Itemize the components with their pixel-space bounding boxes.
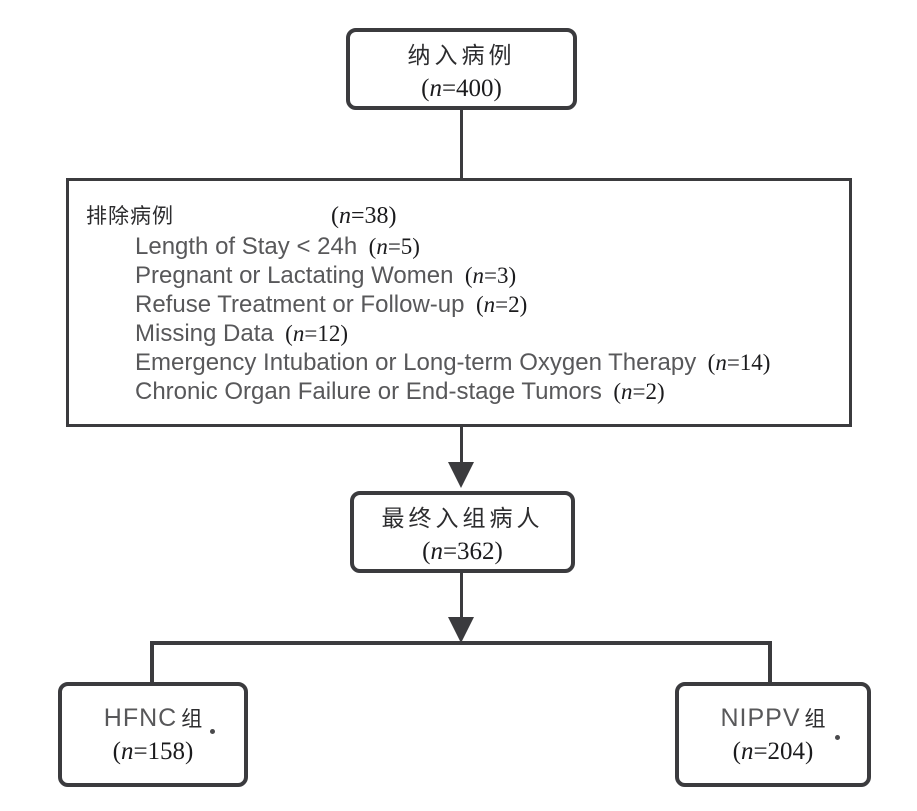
exclusion-reason-label: Refuse Treatment or Follow-up <box>135 291 465 318</box>
hfnc-group-n: (n=158) <box>112 738 194 765</box>
exclusion-reason-n: (n=2) <box>475 292 528 317</box>
exclusion-reason-label: Chronic Organ Failure or End-stage Tumor… <box>135 378 602 405</box>
nippv-group-title-en: NIPPV <box>720 704 801 732</box>
included-cases-title: 纳入病例 <box>407 42 516 68</box>
arrow-down-icon <box>448 617 474 643</box>
hfnc-group-title-en: HFNC <box>103 704 178 732</box>
scan-artifact-dot <box>835 735 840 740</box>
hfnc-group-title-cn: 组 <box>181 707 203 731</box>
excluded-cases-title: 排除病例 <box>86 204 174 228</box>
exclusion-reason-n: (n=2) <box>613 379 665 404</box>
enrolled-patients-n: (n=362) <box>422 537 503 565</box>
nippv-group-title-cn: 组 <box>804 707 826 731</box>
excluded-cases-header: 排除病例 (n=38) <box>86 200 849 230</box>
scan-artifact-dot <box>210 729 215 734</box>
nippv-group-box: NIPPV 组 (n=204) <box>675 682 871 787</box>
exclusion-reason-label: Missing Data <box>135 320 274 347</box>
exclusion-reason-item: Length of Stay < 24h (n=5) <box>135 232 849 261</box>
arrow-down-icon <box>448 462 474 488</box>
exclusion-reason-n: (n=12) <box>285 321 348 346</box>
excluded-cases-n: (n=38) <box>331 203 397 229</box>
exclusion-reason-item: Emergency Intubation or Long-term Oxygen… <box>135 348 849 377</box>
enrolled-patients-box: 最终入组病人 (n=362) <box>350 491 575 573</box>
hfnc-group-box: HFNC 组 (n=158) <box>58 682 248 787</box>
excluded-cases-box: 排除病例 (n=38) Length of Stay < 24h (n=5) P… <box>66 178 852 427</box>
branch-horizontal-line <box>150 641 772 645</box>
enrolled-patients-title: 最终入组病人 <box>381 505 544 531</box>
exclusion-reason-label: Emergency Intubation or Long-term Oxygen… <box>135 349 697 376</box>
connector-line-bottom <box>460 572 463 618</box>
included-cases-n: (n=400) <box>421 74 502 102</box>
nippv-group-n: (n=204) <box>732 738 814 765</box>
exclusion-reason-item: Chronic Organ Failure or End-stage Tumor… <box>135 377 849 406</box>
exclusion-reason-n: (n=14) <box>707 350 771 375</box>
nippv-group-title: NIPPV 组 <box>720 703 825 733</box>
exclusion-reason-item: Missing Data (n=12) <box>135 319 849 348</box>
exclusion-reason-n: (n=5) <box>368 234 420 259</box>
exclusion-reason-label: Length of Stay < 24h <box>135 233 358 260</box>
exclusion-reason-label: Pregnant or Lactating Women <box>135 262 454 289</box>
exclusion-reason-list: Length of Stay < 24h (n=5) Pregnant or L… <box>135 232 849 406</box>
hfnc-group-title: HFNC 组 <box>104 703 202 733</box>
exclusion-reason-item: Refuse Treatment or Follow-up (n=2) <box>135 290 849 319</box>
branch-right-line <box>768 641 772 682</box>
exclusion-reason-item: Pregnant or Lactating Women (n=3) <box>135 261 849 290</box>
branch-left-line <box>150 641 154 682</box>
exclusion-reason-n: (n=3) <box>464 263 517 288</box>
connector-line-top <box>460 110 463 179</box>
connector-line-middle <box>460 426 463 464</box>
included-cases-box: 纳入病例 (n=400) <box>346 28 577 110</box>
